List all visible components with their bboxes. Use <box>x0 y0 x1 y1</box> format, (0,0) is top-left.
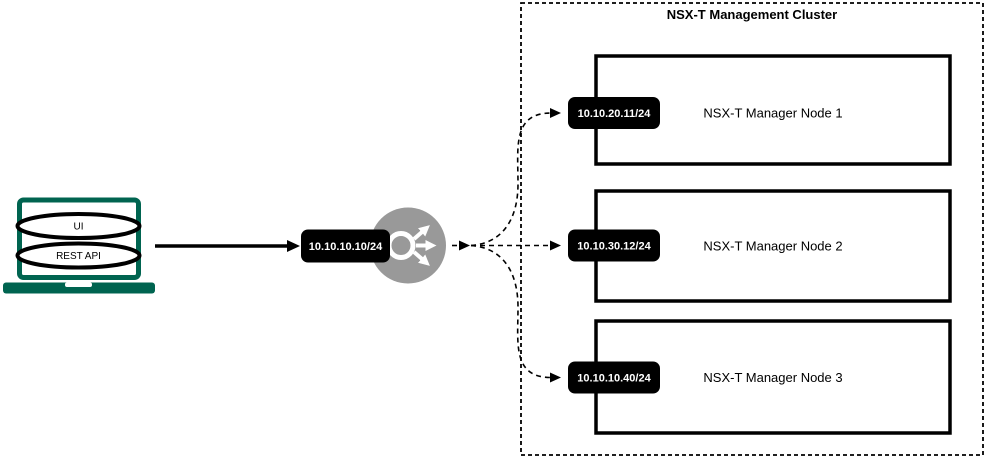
node3-ip-text: 10.10.10.40/24 <box>577 373 651 385</box>
node1-name: NSX-T Manager Node 1 <box>703 106 842 121</box>
lb-vip-label: 10.10.10.10/24 <box>301 229 390 263</box>
lb-to-node3-connector <box>470 244 561 383</box>
node2-ip-text: 10.10.30.12/24 <box>577 241 651 253</box>
rest-api-label: REST API <box>56 251 101 262</box>
lb-to-node1-connector <box>470 108 561 247</box>
load-balancer-icon <box>370 207 446 284</box>
client-laptop: UI REST API <box>3 197 155 294</box>
manager-node-1: NSX-T Manager Node 1 10.10.20.11/24 <box>568 54 952 166</box>
node3-name: NSX-T Manager Node 3 <box>703 370 842 385</box>
laptop-hinge-notch <box>65 282 92 287</box>
node2-ip-label-box <box>568 229 660 262</box>
rest-api-ellipse <box>15 241 142 270</box>
lb-fanout-arrow-down <box>412 250 430 266</box>
manager-node-2: NSX-T Manager Node 2 10.10.30.12/24 <box>568 189 952 303</box>
ui-label: UI <box>74 222 84 233</box>
lb-fanout-arrow-up <box>412 225 430 241</box>
cluster-title: NSX-T Management Cluster <box>667 7 837 22</box>
cluster-boundary <box>520 2 984 456</box>
laptop-base <box>3 282 155 294</box>
node3-ip-label-box <box>568 361 660 394</box>
node1-ip-label-box <box>568 97 660 129</box>
node2-name: NSX-T Manager Node 2 <box>703 239 842 254</box>
lb-vip-text: 10.10.10.10/24 <box>309 241 383 253</box>
lb-vip-label-box <box>301 229 390 263</box>
ui-ellipse <box>15 212 142 240</box>
manager-node-3: NSX-T Manager Node 3 10.10.10.40/24 <box>568 319 952 435</box>
node1-ip-text: 10.10.20.11/24 <box>578 108 652 120</box>
